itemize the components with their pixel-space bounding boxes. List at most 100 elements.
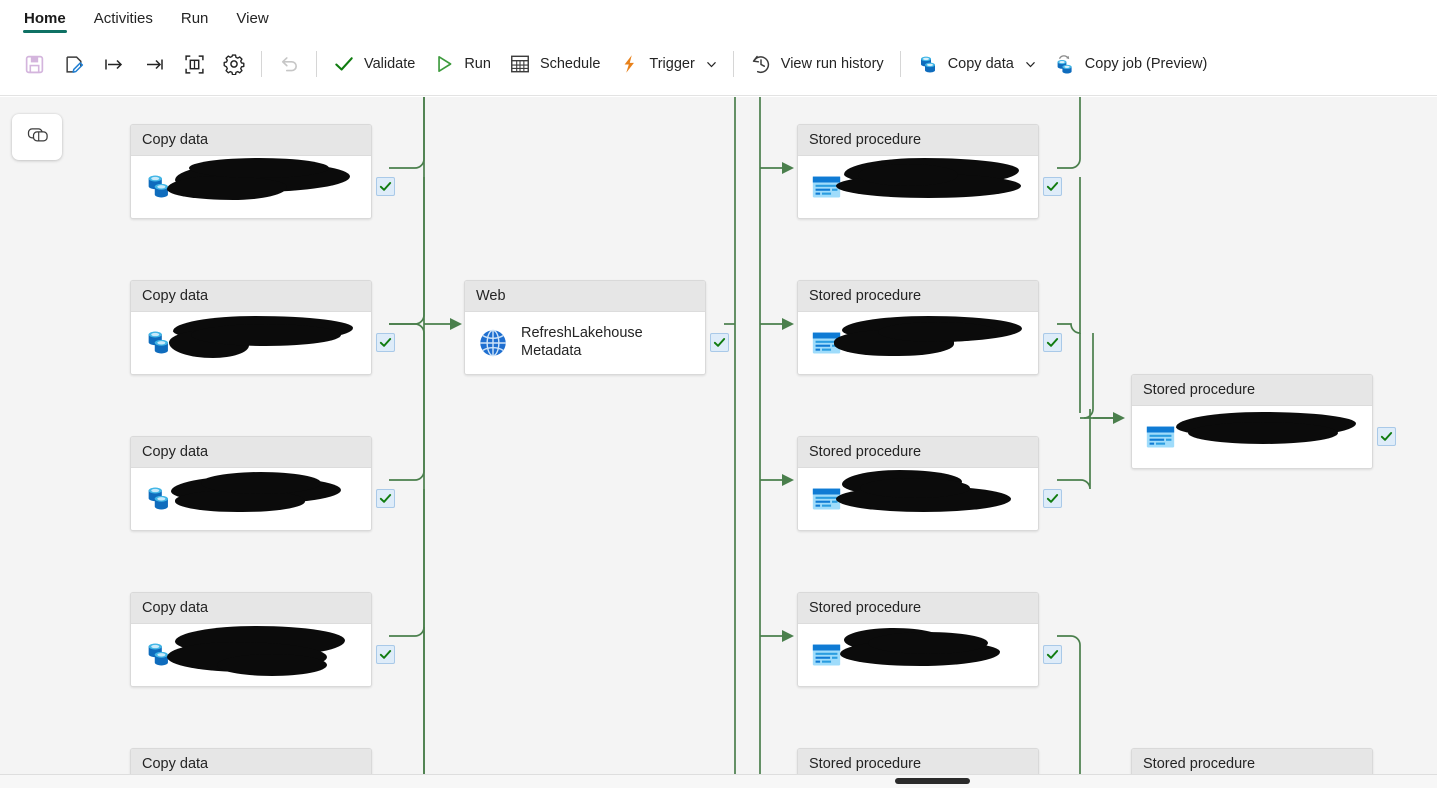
save-as-button[interactable] [54, 45, 94, 83]
ribbon-toolbar: Validate Run Schedule Trigger View run h… [0, 33, 1437, 96]
redaction-blob [171, 476, 341, 504]
tab-activities-label: Activities [93, 10, 153, 27]
import-button[interactable] [94, 45, 134, 83]
node-body [1132, 406, 1372, 468]
node-body [131, 468, 371, 530]
node-success-badge[interactable] [710, 333, 729, 352]
pipeline-node-copy1[interactable]: Copy data [130, 124, 372, 219]
tab-run[interactable]: Run [167, 11, 223, 33]
copy-data-label: Copy data [947, 55, 1014, 72]
pipeline-node-copy4[interactable]: Copy data [130, 592, 372, 687]
tab-activities[interactable]: Activities [80, 11, 167, 33]
node-body [798, 624, 1038, 686]
node-success-badge[interactable] [376, 489, 395, 508]
node-success-badge[interactable] [1043, 177, 1062, 196]
database-copy-icon [142, 482, 176, 516]
redaction-blob [201, 472, 321, 494]
copy-job-label: Copy job (Preview) [1084, 55, 1208, 72]
checkmark-icon [333, 53, 355, 75]
chevron-down-icon [707, 61, 716, 67]
history-clock-icon [750, 53, 772, 75]
database-refresh-icon [1054, 53, 1076, 75]
pipeline-node-copy3[interactable]: Copy data [130, 436, 372, 531]
trigger-button[interactable]: Trigger [609, 45, 725, 83]
node-success-badge[interactable] [1043, 645, 1062, 664]
pipeline-node-sp4[interactable]: Stored procedure [797, 592, 1039, 687]
tab-view-label: View [236, 10, 269, 27]
redaction-blob [844, 628, 944, 652]
redaction-blob [878, 322, 998, 342]
validate-button[interactable]: Validate [324, 45, 424, 83]
redaction-blob [844, 158, 1019, 186]
node-success-badge[interactable] [376, 333, 395, 352]
save-icon [23, 53, 45, 75]
tab-home[interactable]: Home [10, 11, 80, 33]
toolbar-divider-4 [899, 51, 901, 77]
redaction-blob [167, 176, 287, 200]
pipeline-node-sp6[interactable]: Stored procedure [1131, 374, 1373, 469]
pipeline-node-sp2[interactable]: Stored procedure [797, 280, 1039, 375]
node-body [798, 312, 1038, 374]
horizontal-scrollbar[interactable] [0, 774, 1437, 788]
ribbon-tab-bar: Home Activities Run View [0, 0, 1437, 33]
tab-view[interactable]: View [222, 11, 282, 33]
stored-procedure-icon [809, 482, 843, 516]
horizontal-scrollbar-thumb[interactable] [895, 778, 970, 784]
save-button[interactable] [14, 45, 54, 83]
chevron-down-icon [1026, 61, 1035, 67]
redaction-blob [175, 626, 345, 656]
database-copy-icon [142, 638, 176, 672]
stored-procedure-icon [1143, 420, 1177, 454]
node-type-label: Stored procedure [798, 281, 1038, 312]
node-success-badge[interactable] [1377, 427, 1396, 446]
copilot-button[interactable] [12, 114, 62, 160]
node-body [798, 468, 1038, 530]
node-type-label: Copy data [131, 125, 371, 156]
pipeline-node-sp1[interactable]: Stored procedure [797, 124, 1039, 219]
play-triangle-icon [433, 53, 455, 75]
expand-layout-button[interactable] [174, 45, 214, 83]
redaction-blob [167, 642, 327, 672]
node-success-badge[interactable] [1043, 333, 1062, 352]
settings-button[interactable] [214, 45, 254, 83]
pipeline-edges [389, 97, 1125, 788]
node-body [131, 156, 371, 218]
redaction-blob [858, 164, 958, 186]
pipeline-canvas[interactable]: Copy data Copy data Copy data [0, 97, 1437, 788]
redaction-blob [834, 330, 954, 356]
stored-procedure-icon [809, 170, 843, 204]
export-button[interactable] [134, 45, 174, 83]
node-success-badge[interactable] [1043, 489, 1062, 508]
undo-button[interactable] [269, 45, 309, 83]
redaction-blob [191, 324, 341, 346]
copy-data-button[interactable]: Copy data [908, 45, 1045, 83]
redaction-blob [860, 478, 970, 498]
toolbar-divider-2 [316, 51, 317, 77]
redaction-blob [1188, 422, 1338, 444]
redaction-blob [169, 330, 249, 358]
node-success-badge[interactable] [376, 645, 395, 664]
node-success-badge[interactable] [376, 177, 395, 196]
run-button[interactable]: Run [424, 45, 500, 83]
node-body [131, 312, 371, 374]
arrowhead-web [450, 318, 462, 330]
import-arrow-icon [103, 53, 125, 75]
pipeline-node-web1[interactable]: Web RefreshLakehouse Metadata [464, 280, 706, 375]
database-copy-icon [142, 170, 176, 204]
validate-label: Validate [364, 55, 416, 72]
node-body [798, 156, 1038, 218]
node-title: RefreshLakehouse Metadata [521, 325, 643, 359]
view-run-history-label: View run history [780, 55, 884, 72]
pipeline-node-sp3[interactable]: Stored procedure [797, 436, 1039, 531]
toolbar-divider-3 [732, 51, 734, 77]
node-body: RefreshLakehouse Metadata [465, 312, 705, 374]
node-body [131, 624, 371, 686]
pipeline-node-copy2[interactable]: Copy data [130, 280, 372, 375]
schedule-button[interactable]: Schedule [500, 45, 609, 83]
node-type-label: Stored procedure [798, 125, 1038, 156]
copilot-icon [24, 122, 50, 153]
calendar-grid-icon [509, 53, 531, 75]
copy-job-button[interactable]: Copy job (Preview) [1045, 45, 1217, 83]
view-run-history-button[interactable]: View run history [741, 45, 893, 83]
undo-icon [278, 53, 300, 75]
